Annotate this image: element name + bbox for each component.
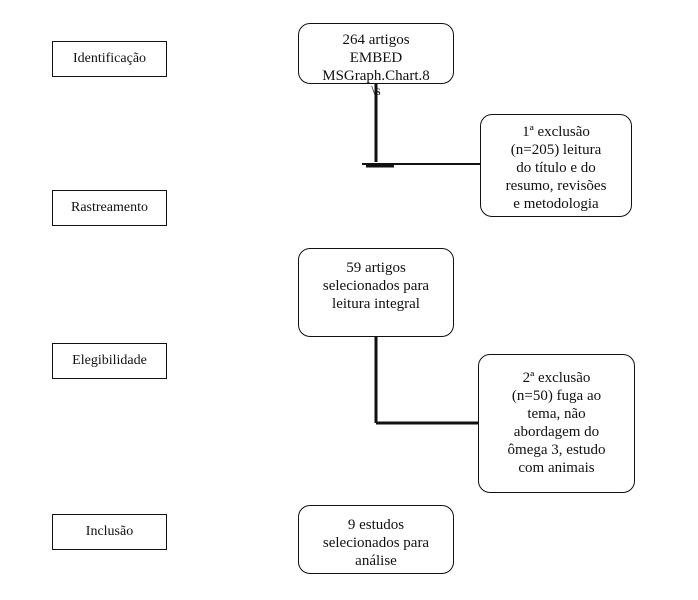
stage-screening: Rastreamento (52, 190, 167, 226)
initial-articles-line: 264 artigos (342, 32, 410, 48)
selected-full-reading-line: leitura integral (332, 296, 420, 312)
stage-eligibility: Elegibilidade (52, 343, 167, 379)
first-exclusion-line: 1ª exclusão (522, 124, 590, 140)
selected-full-reading-line: 59 artigos (346, 260, 406, 276)
second-exclusion-line: tema, não (527, 406, 586, 422)
second-exclusion-box: 2ª exclusão (n=50) fuga ao tema, não abo… (478, 354, 635, 493)
final-studies-box: 9 estudos selecionados para análise (298, 505, 454, 574)
stage-inclusion: Inclusão (52, 514, 167, 550)
initial-articles-line: MSGraph.Chart.8 (322, 68, 430, 84)
stage-identification: Identificação (52, 41, 167, 77)
initial-articles-box: 264 artigos EMBED MSGraph.Chart.8 \s (298, 23, 454, 99)
second-exclusion-line: 2ª exclusão (522, 370, 591, 386)
selected-full-reading-line: selecionados para (322, 278, 430, 294)
first-exclusion-line: resumo, revisões (505, 178, 607, 194)
initial-articles-line: \s (371, 84, 381, 99)
initial-articles-line: EMBED (349, 50, 403, 66)
first-exclusion-line: e metodologia (513, 196, 599, 212)
second-exclusion-line: (n=50) fuga ao (511, 388, 602, 404)
final-studies-line: selecionados para (322, 535, 430, 551)
first-exclusion-line: (n=205) leitura (510, 142, 602, 158)
first-exclusion-line: do título e do (516, 160, 596, 176)
selected-full-reading-box: 59 artigos selecionados para leitura int… (298, 248, 454, 337)
second-exclusion-line: com animais (518, 460, 595, 476)
final-studies-line: 9 estudos (347, 517, 405, 533)
first-exclusion-box: 1ª exclusão (n=205) leitura do título e … (480, 114, 632, 217)
second-exclusion-line: ômega 3, estudo (507, 442, 606, 458)
second-exclusion-line: abordagem do (513, 424, 600, 440)
final-studies-line: análise (355, 553, 397, 569)
